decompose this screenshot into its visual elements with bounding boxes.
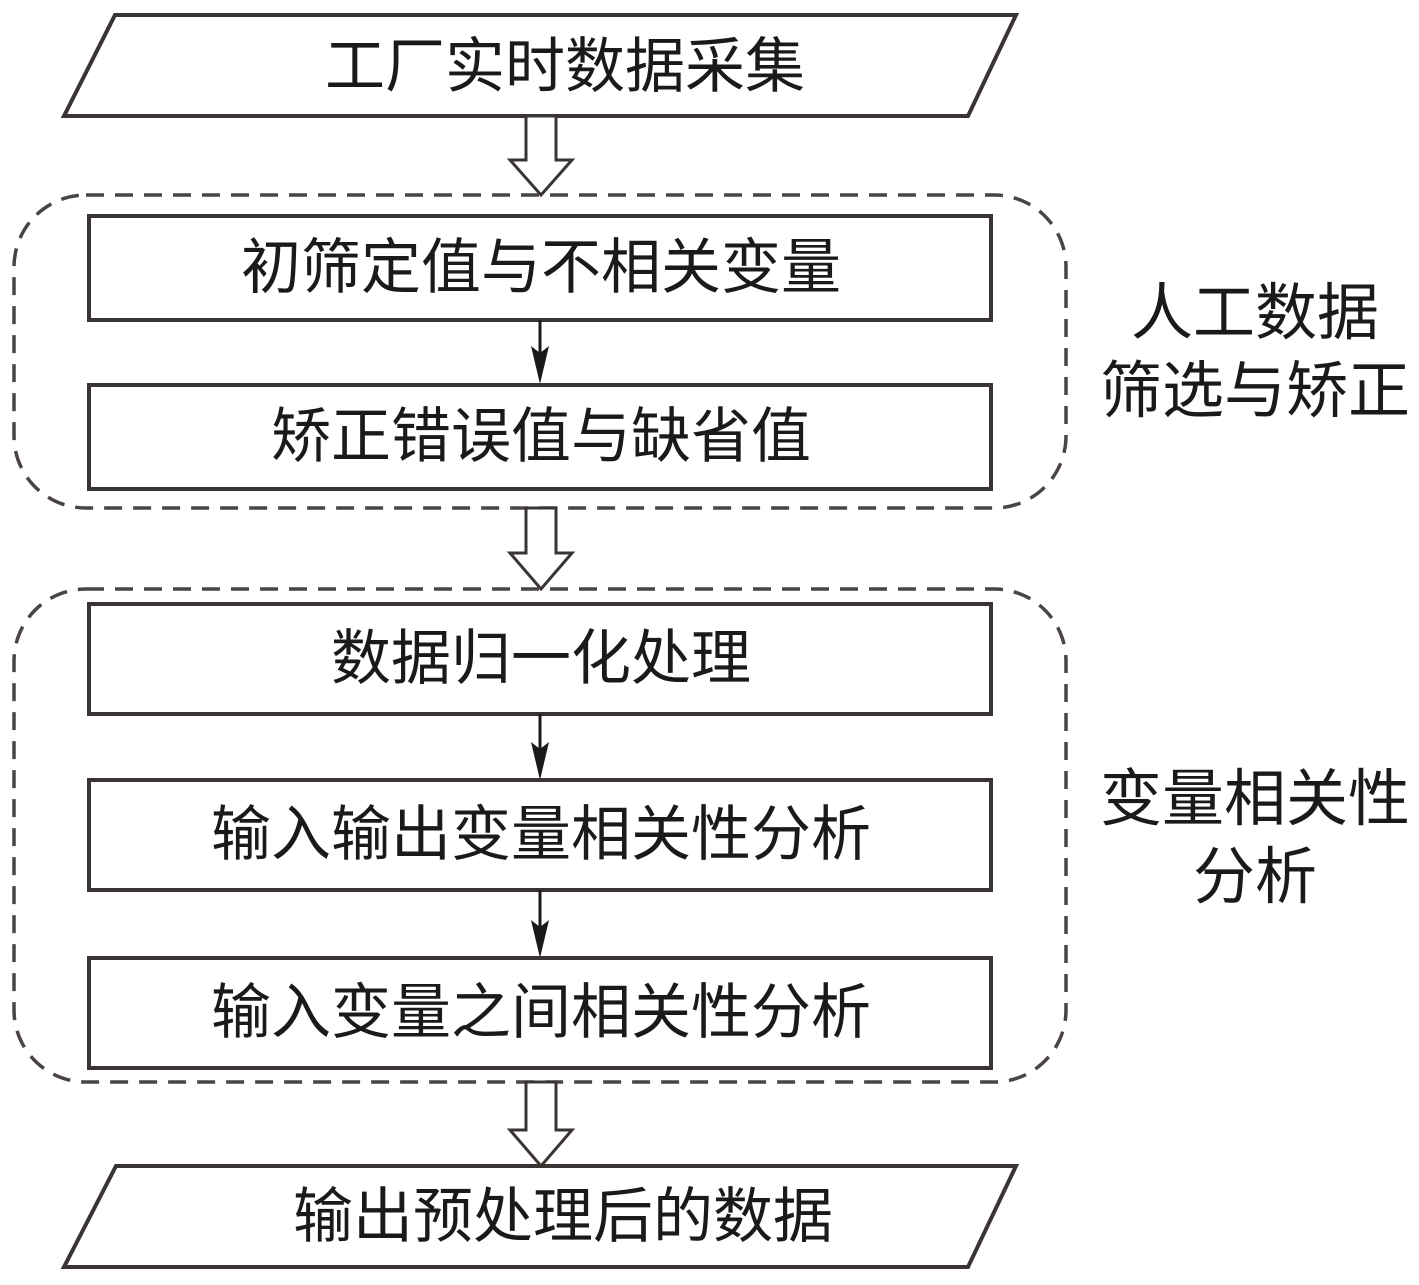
step-box-normalization	[87, 602, 993, 716]
flow-arrow-group2-to-end	[506, 1080, 576, 1169]
arrow-head-icon	[531, 346, 549, 384]
step-label-input-correlation: 输入变量之间相关性分析	[211, 978, 871, 1048]
group-label-line: 分析	[1192, 840, 1317, 913]
group-label-line: 变量相关性	[1099, 762, 1410, 835]
start-label: 工厂实时数据采集	[325, 32, 805, 102]
step-box-initial-screening	[87, 214, 993, 322]
end-io-parallelogram	[60, 1164, 1020, 1269]
start-io-parallelogram	[60, 13, 1020, 118]
arrow-head-icon	[531, 742, 549, 780]
arrow-head-icon	[531, 920, 549, 958]
step-box-input-correlation	[87, 956, 993, 1070]
group-label-correlation-analysis: 变量相关性 分析	[1095, 760, 1415, 916]
flow-arrow-start-to-group1	[506, 114, 576, 198]
step-box-correct-errors	[87, 383, 993, 491]
group-label-line: 筛选与矫正	[1099, 354, 1410, 427]
step-label-io-correlation: 输入输出变量相关性分析	[211, 800, 871, 870]
step-label-correct-errors: 矫正错误值与缺省值	[271, 402, 811, 472]
step-label-initial-screening: 初筛定值与不相关变量	[241, 233, 841, 303]
group-label-manual-screening: 人工数据 筛选与矫正	[1095, 274, 1415, 430]
flow-arrow-group1-to-group2	[506, 506, 576, 592]
step-box-io-correlation	[87, 778, 993, 892]
group-correlation-analysis-border	[12, 587, 1068, 1084]
step-label-normalization: 数据归一化处理	[331, 624, 751, 694]
end-label: 输出预处理后的数据	[293, 1182, 833, 1252]
group-label-line: 人工数据	[1130, 276, 1379, 349]
